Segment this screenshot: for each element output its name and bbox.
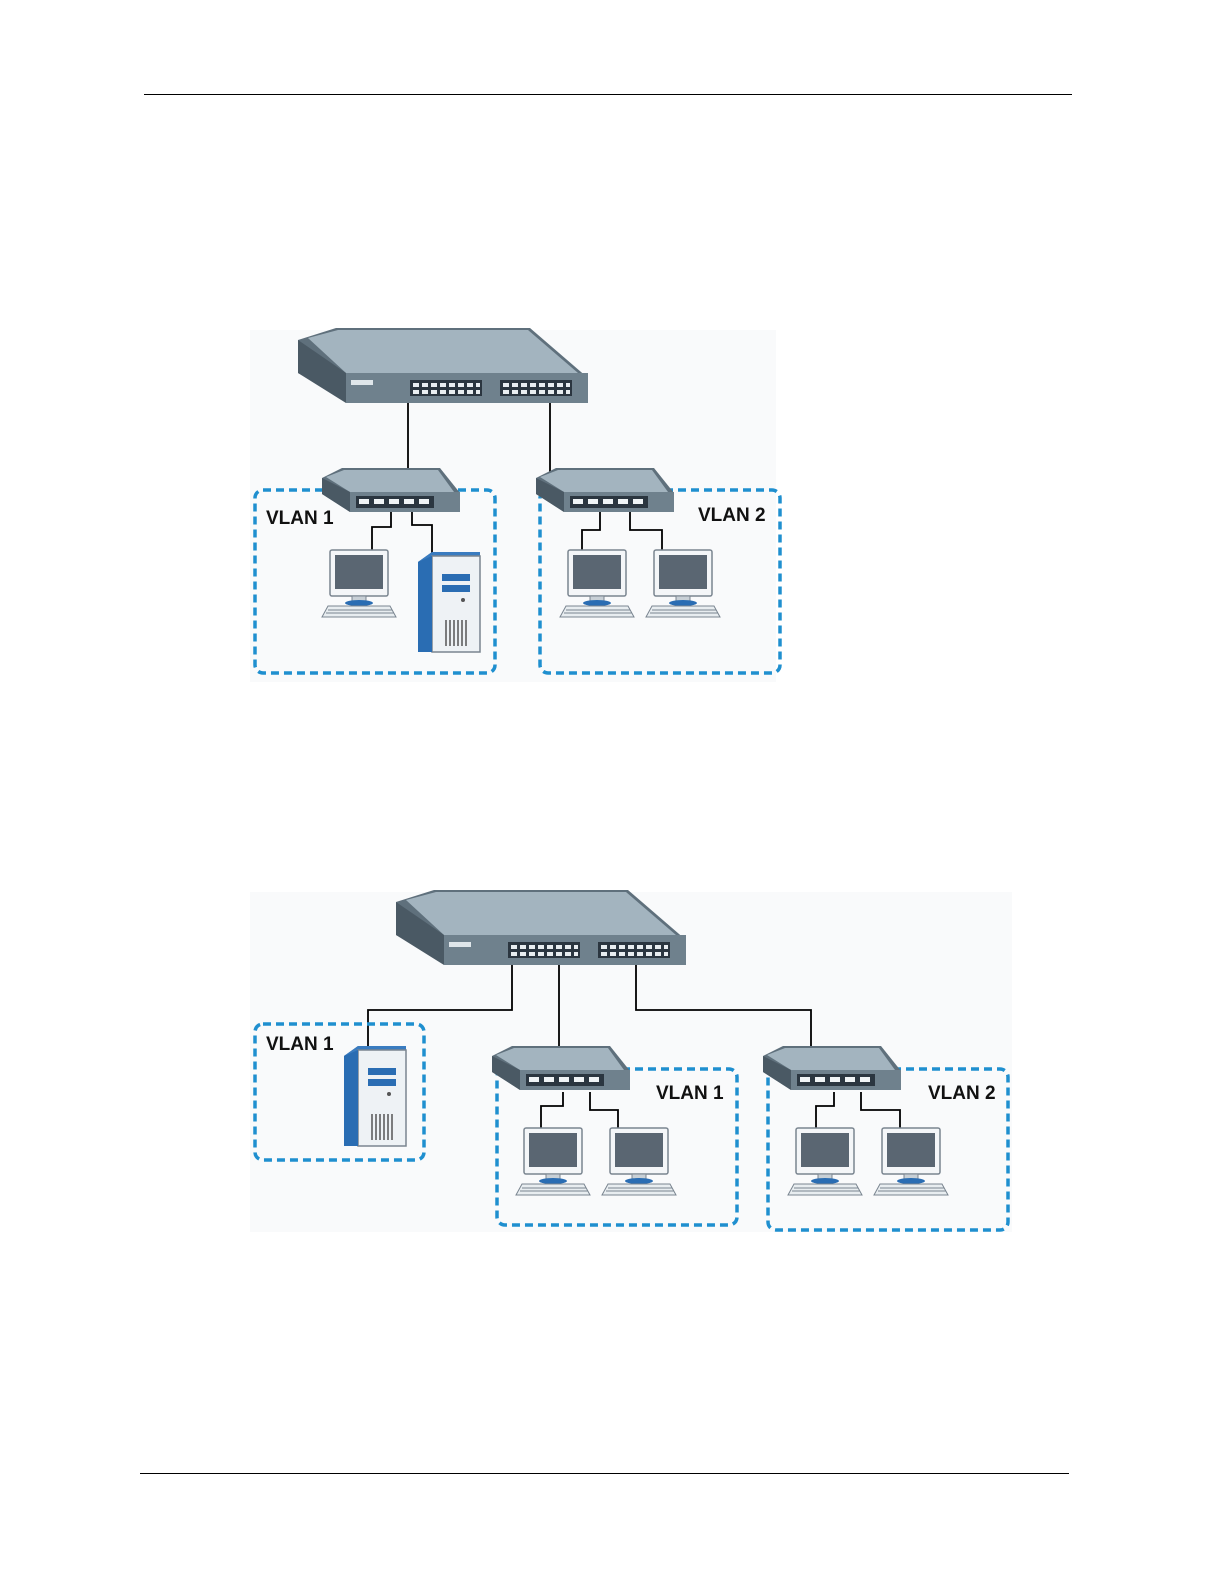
- vlan1-server: [344, 1046, 406, 1146]
- vlan1-pc: [322, 550, 396, 617]
- vlan-diagram-2: VLAN 1 VLAN 1 VLAN 2: [246, 884, 1016, 1240]
- vlan1-switch: [322, 468, 460, 512]
- vlan1-server: [418, 552, 480, 652]
- footer-rule: [140, 1473, 1069, 1474]
- vlan-label: VLAN 1: [266, 508, 334, 529]
- vlan-label: VLAN 2: [928, 1083, 996, 1104]
- vlan2-switch: [763, 1046, 901, 1090]
- vlan2-pc-1: [560, 550, 634, 617]
- vlan2-pc-2: [646, 550, 720, 617]
- vlan2-pc-2: [874, 1128, 948, 1195]
- vlan2-switch: [536, 468, 674, 512]
- vlan-diagram-1: VLAN 1 VLAN 2: [246, 322, 786, 684]
- vlan1-switch: [492, 1046, 630, 1090]
- vlan1-pc-1: [516, 1128, 590, 1195]
- header-rule: [144, 94, 1072, 95]
- vlan2-pc-1: [788, 1128, 862, 1195]
- vlan-label: VLAN 2: [698, 505, 766, 526]
- vlan-label: VLAN 1: [656, 1083, 724, 1104]
- vlan1-pc-2: [602, 1128, 676, 1195]
- vlan-label: VLAN 1: [266, 1034, 334, 1055]
